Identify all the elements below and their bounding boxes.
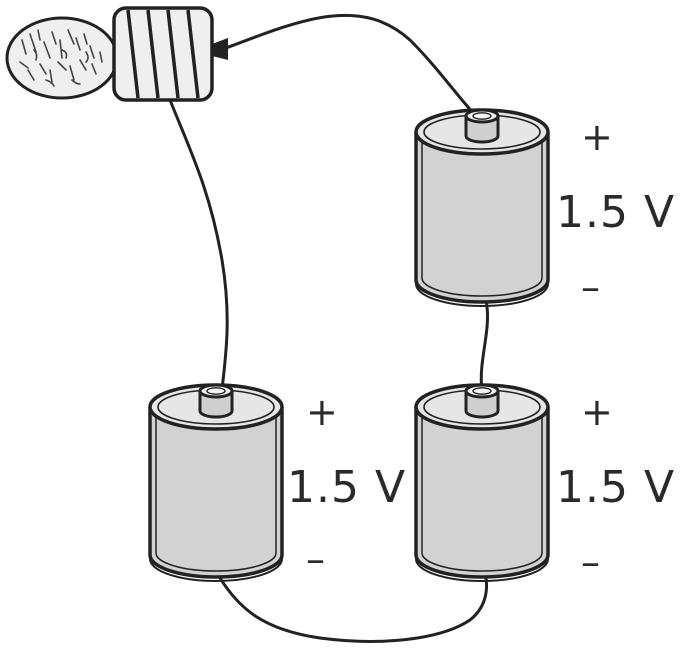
wire-left-battery-to-right-battery (218, 576, 489, 643)
bulb-tip (212, 38, 228, 60)
wire-bulb-to-left-battery (168, 98, 229, 392)
minus-sign: – (581, 265, 600, 309)
minus-sign: – (581, 540, 600, 584)
bulb-texture (19, 29, 103, 87)
battery-label-bottom-left: + 1.5 V – (287, 390, 406, 581)
voltage-label: 1.5 V (556, 462, 675, 513)
voltage-label: 1.5 V (556, 187, 675, 238)
wire-top-battery-to-right-battery (479, 298, 490, 392)
battery-icon-bottom-left (148, 383, 284, 583)
wires (168, 13, 490, 643)
battery-label-top-right: + 1.5 V – (556, 115, 675, 309)
battery-icon-bottom-right (414, 383, 550, 583)
plus-sign: + (581, 115, 613, 159)
battery-label-bottom-right: + 1.5 V – (556, 390, 675, 584)
plus-sign: + (306, 390, 338, 434)
voltage-label: 1.5 V (287, 462, 406, 513)
bulb-threads (126, 9, 200, 99)
minus-sign: – (306, 537, 325, 581)
wire-bulb-to-top-battery (224, 13, 480, 120)
battery-icon-top-right (414, 108, 550, 308)
light-bulb-icon (5, 6, 228, 102)
plus-sign: + (581, 390, 613, 434)
